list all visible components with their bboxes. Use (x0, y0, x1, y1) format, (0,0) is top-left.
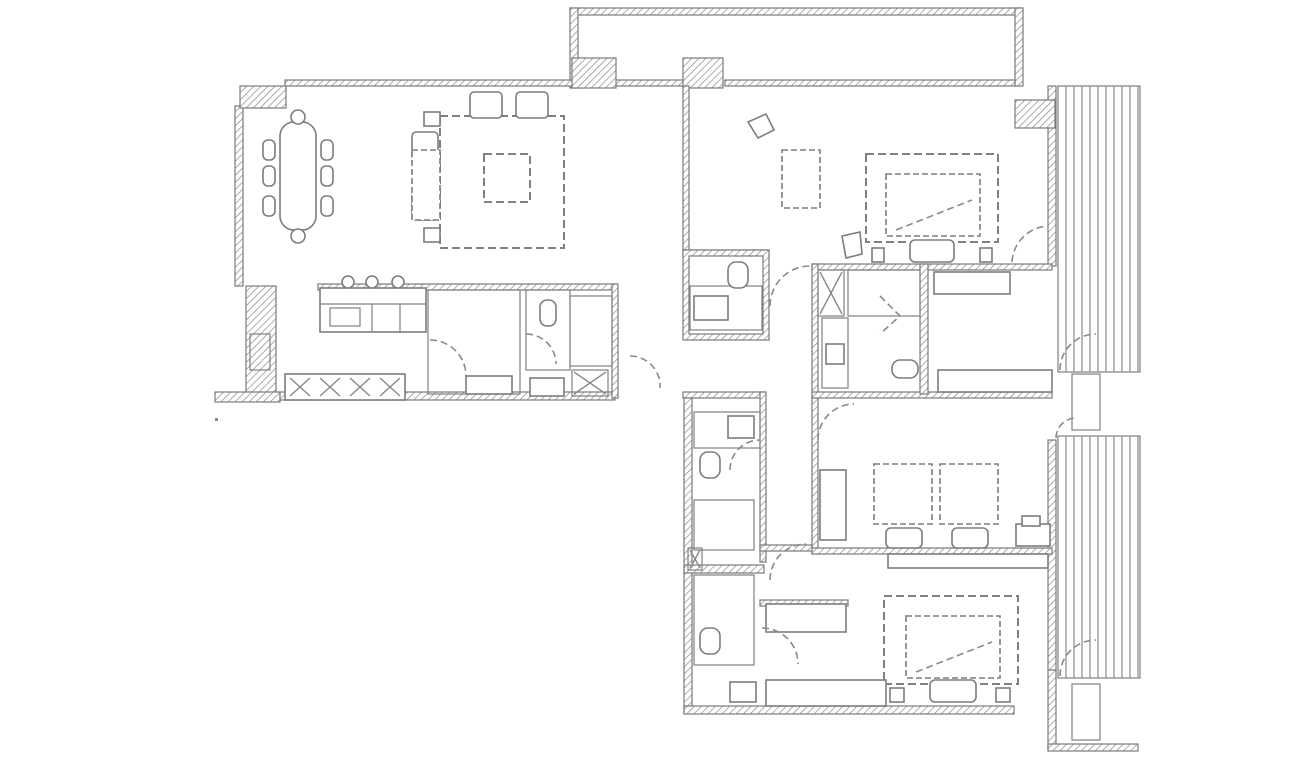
master-bedroom (746, 112, 1053, 393)
living-set (411, 91, 565, 249)
bedroom-3 (761, 595, 1019, 707)
kitchen (249, 275, 427, 401)
plan-mark (215, 418, 218, 421)
secondary-baths (687, 411, 807, 703)
service-rooms (427, 289, 661, 397)
balcony-utility (1055, 333, 1101, 741)
dining-set (262, 109, 334, 244)
exterior-walls (214, 7, 1139, 752)
balcony-louvers (1057, 85, 1141, 679)
bedroom-2 (817, 403, 1051, 569)
master-bath (689, 261, 921, 389)
